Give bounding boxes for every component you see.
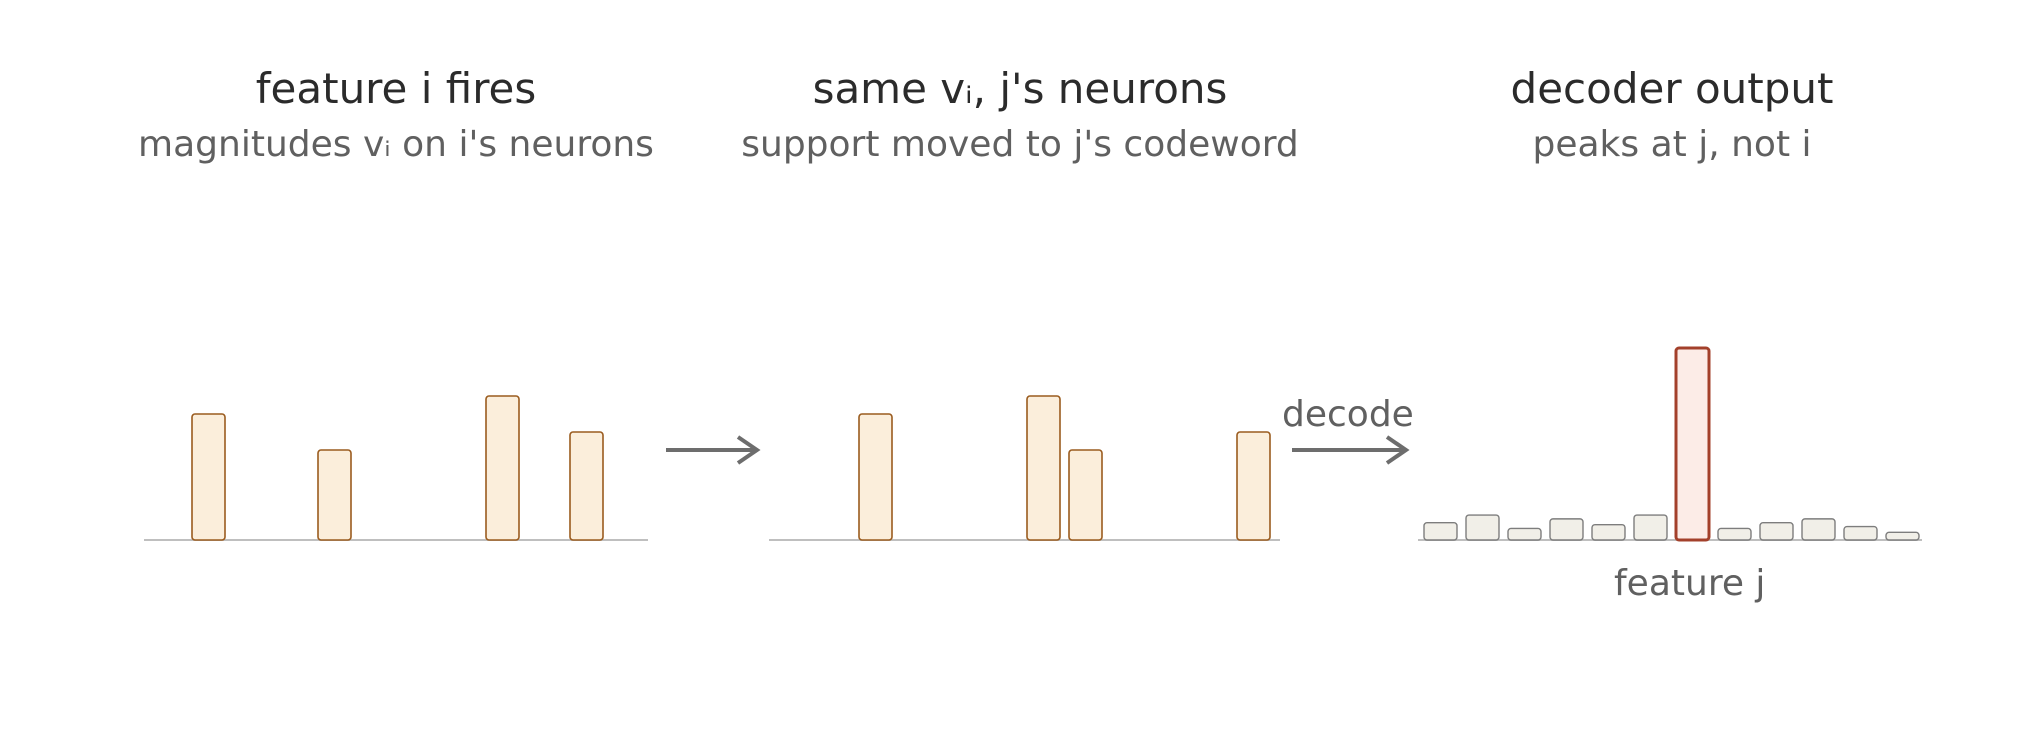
neuron-bar [191,413,226,541]
decoder-peak-bar [1674,346,1711,542]
decoder-bar [1843,525,1878,541]
neuron-bar [1068,449,1103,541]
decoder-bar [1549,518,1584,541]
decode-arrow-label: decode [1282,394,1414,435]
neuron-bar [317,449,352,541]
neuron-bar [1026,395,1061,541]
decoder-bar [1465,514,1500,541]
panel-3-bars [1423,346,1920,542]
arrow-1 [666,435,761,465]
decoder-bar [1759,522,1794,541]
decoder-bar [1591,523,1626,541]
decoder-bar [1633,514,1668,541]
panel-2-subtitle: support moved to j's codeword [741,124,1299,165]
decoder-bar [1801,518,1836,541]
arrow-2 [1292,435,1410,465]
panel-2-title: same vᵢ, j's neurons [812,64,1228,113]
neuron-bar [485,395,520,541]
panel-3-title: decoder output [1510,64,1834,113]
arrow-2-head [1385,435,1410,465]
panel-2-bars [858,395,1271,541]
panel-1-title: feature i fires [255,64,537,113]
neuron-bar [569,431,604,541]
decoder-bar [1885,531,1920,541]
decoder-bar [1717,527,1752,541]
panel-3-subtitle: peaks at j, not i [1532,124,1812,165]
panel-1-bars [191,395,604,541]
panel-1-subtitle: magnitudes vᵢ on i's neurons [138,124,654,165]
arrow-1-head [736,435,761,465]
decoder-bar [1507,527,1542,541]
peak-feature-label: feature j [1614,563,1766,604]
neuron-bar [858,413,893,541]
neuron-bar [1236,431,1271,541]
decoder-bar [1423,522,1458,541]
